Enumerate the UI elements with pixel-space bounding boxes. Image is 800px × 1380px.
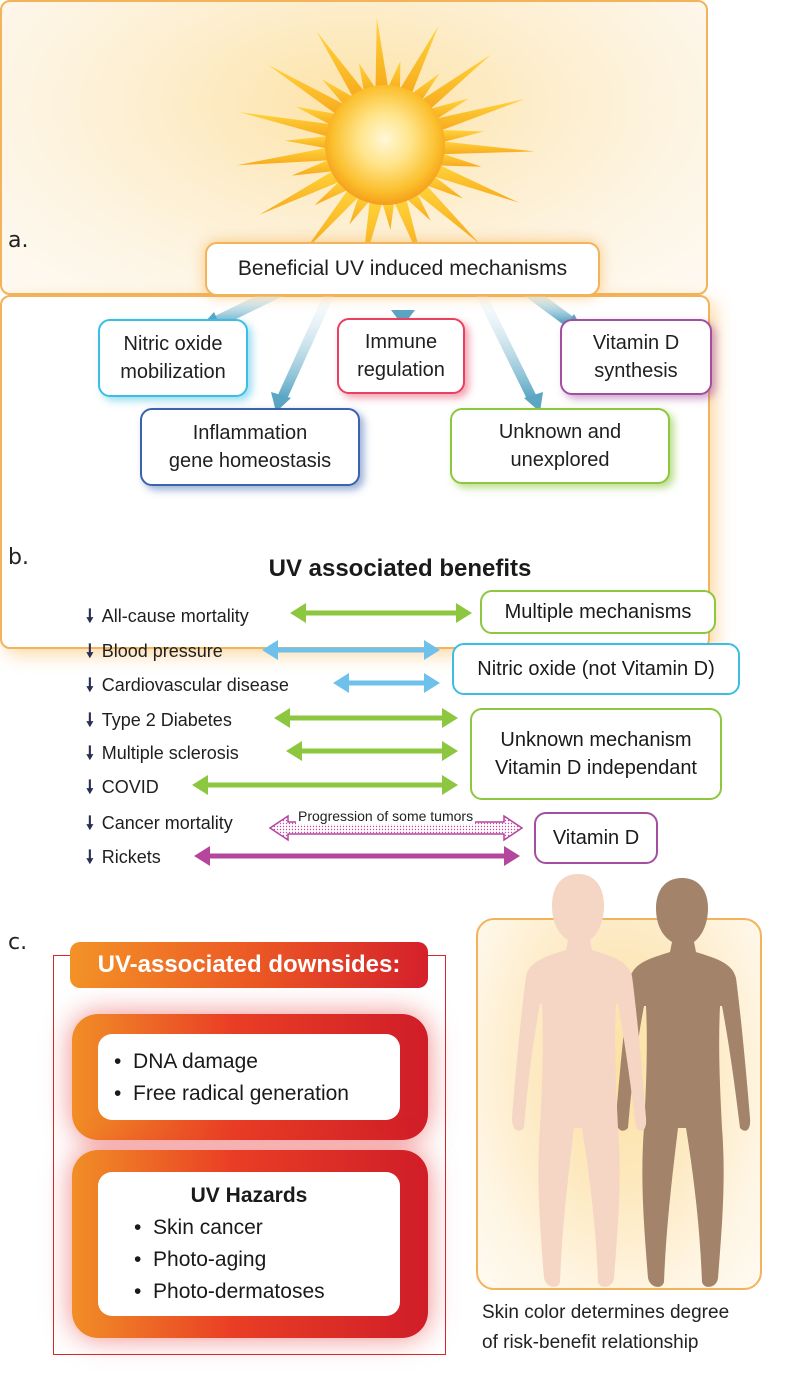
panel-b-title: UV associated benefits (268, 555, 532, 582)
sun-icon (236, 17, 535, 270)
human-figure-dark-icon (616, 878, 751, 1287)
downsides-title: UV-associated downsides: (70, 942, 428, 988)
sun-ray (427, 98, 469, 121)
uv-hazards-title: UV Hazards (190, 1184, 308, 1207)
list-item: • Photo-dermatoses (134, 1280, 325, 1303)
down-arrow-icon: 🠗 (86, 743, 94, 763)
human-figure-light-icon (512, 874, 647, 1287)
mechanism-inflammation: Inflammation gene homeostasis (140, 408, 360, 486)
sun-ray (430, 163, 519, 203)
benefit-multiple-sclerosis: 🠗Multiple sclerosis (86, 743, 239, 763)
list-item: • DNA damage (114, 1050, 258, 1073)
mechanism-label: Unknown and unexplored (498, 421, 622, 471)
down-arrow-icon: 🠗 (86, 675, 94, 695)
arrow-cardiovascular (333, 673, 440, 693)
mechanism-nitric-oxide: Nitric oxide mobilization (98, 319, 248, 397)
tumor-note: Progression of some tumors (296, 808, 476, 824)
benefit-blood-pressure: 🠗Blood pressure (86, 641, 223, 661)
sun-ray (398, 25, 439, 97)
outcome-multiple-mechanisms: Multiple mechanisms (480, 590, 716, 634)
sun-ray (285, 135, 331, 149)
sun-ray (433, 99, 525, 132)
sun-ray (437, 129, 484, 143)
benefit-cardiovascular: 🠗Cardiovascular disease (86, 675, 289, 695)
sun-ray (291, 158, 337, 176)
benefit-type2-diabetes: 🠗Type 2 Diabetes (86, 710, 232, 730)
arrow-rickets (194, 846, 520, 866)
sun-ray (240, 112, 334, 138)
outcome-nitric-oxide: Nitric oxide (not Vitamin D) (452, 643, 740, 695)
benefit-covid: 🠗COVID (86, 777, 159, 797)
sun-ray (236, 147, 333, 166)
mechanism-label: Vitamin D synthesis (592, 332, 680, 382)
mechanism-immune: Immune regulation (337, 318, 465, 394)
arrow-covid (192, 775, 458, 795)
sun-ray (386, 61, 401, 93)
down-arrow-icon: 🠗 (86, 813, 94, 833)
mechanism-unknown: Unknown and unexplored (450, 408, 670, 484)
sun-ray (436, 152, 482, 167)
panel-b-letter: b. (8, 545, 29, 570)
sun-ray (381, 199, 395, 230)
root-mechanisms-box: Beneficial UV induced mechanisms (205, 242, 600, 296)
sun-ray (268, 64, 347, 116)
molecular-damage-list: • DNA damage • Free radical generation (98, 1034, 400, 1120)
list-item: • Photo-aging (134, 1248, 267, 1271)
benefit-all-cause-mortality: 🠗All-cause mortality (86, 606, 249, 626)
sun-ray (414, 183, 480, 244)
mechanism-label: Nitric oxide mobilization (120, 333, 226, 383)
arrow-all-cause (290, 603, 472, 623)
sun-ray (358, 62, 378, 95)
uv-hazards-list: UV Hazards • Skin cancer • Photo-aging •… (98, 1172, 400, 1316)
panel-a-letter: a. (8, 228, 29, 253)
benefit-cancer-mortality: 🠗Cancer mortality (86, 813, 233, 833)
mechanism-label: Inflammation gene homeostasis (168, 422, 332, 472)
sun-ray (439, 141, 535, 155)
outcome-vitamin-d: Vitamin D (534, 812, 658, 864)
sun-ray (303, 187, 361, 253)
sun-ray (316, 31, 366, 100)
sun-ray (418, 54, 491, 111)
down-arrow-icon: 🠗 (86, 710, 94, 730)
arrow-to-unknown (473, 285, 543, 412)
arrow-blood-pressure (262, 640, 440, 660)
list-item: • Free radical generation (114, 1082, 349, 1105)
arrow-multiple-sclerosis (286, 741, 458, 761)
sun-ray (259, 169, 343, 215)
down-arrow-icon: 🠗 (86, 847, 94, 867)
down-arrow-icon: 🠗 (86, 641, 94, 661)
arrow-type2-diabetes (274, 708, 458, 728)
outcome-unknown-mechanism: Unknown mechanism Vitamin D independant (470, 708, 722, 800)
benefit-rickets: 🠗Rickets (86, 847, 161, 867)
list-item: • Skin cancer (134, 1216, 263, 1239)
down-arrow-icon: 🠗 (86, 606, 94, 626)
skin-color-caption: Skin color determines degree of risk-ben… (482, 1302, 730, 1353)
down-arrow-icon: 🠗 (86, 777, 94, 797)
sun-ray (295, 106, 340, 127)
arrow-to-inflammation (271, 285, 337, 412)
human-figures (512, 874, 751, 1287)
mechanism-vitamin-d: Vitamin D synthesis (560, 319, 712, 395)
panel-c-letter: c. (8, 930, 28, 955)
root-mechanisms-label: Beneficial UV induced mechanisms (237, 257, 568, 280)
mechanism-label: Immune regulation (357, 331, 445, 381)
sun-ray (375, 17, 389, 91)
